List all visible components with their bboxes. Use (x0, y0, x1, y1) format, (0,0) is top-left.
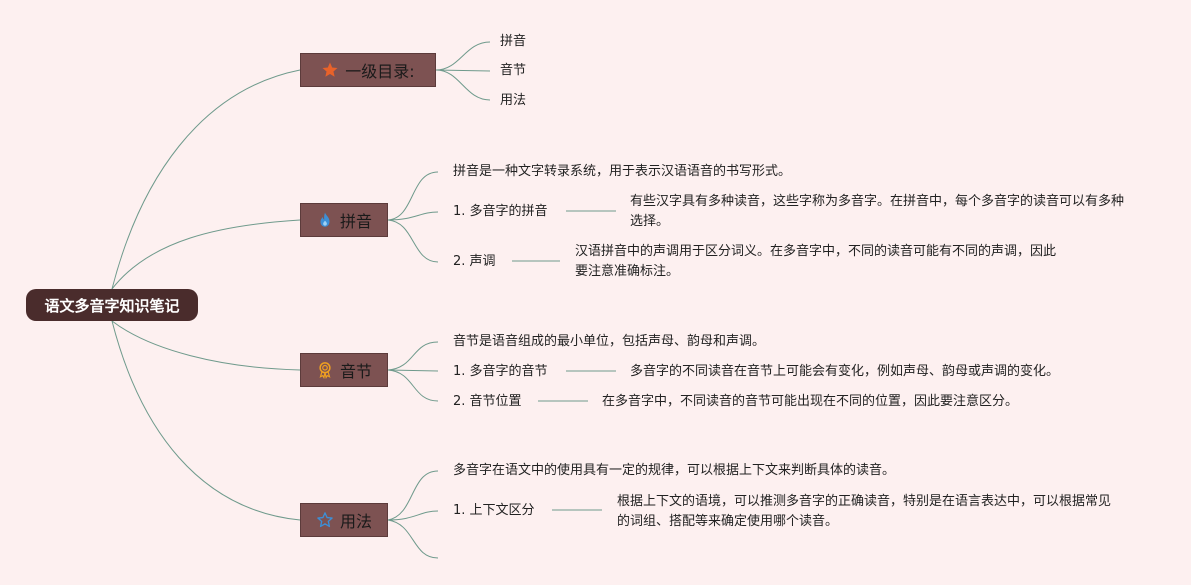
syllable-sub-1-detail: 多音字的不同读音在音节上可能会有变化，例如声母、韵母或声调的变化。 (630, 364, 1060, 379)
pinyin-sub-1-detail: 有些汉字具有多种读音，这些字称为多音字。在拼音中，每个多音字的读音可以有多种选择… (630, 194, 1125, 229)
branch-syllable[interactable]: 音节 (300, 353, 388, 387)
branch-pinyin[interactable]: 拼音 (300, 203, 388, 237)
root-label: 语文多音字知识笔记 (44, 296, 180, 315)
toc-item-pinyin[interactable]: 拼音 (500, 34, 527, 49)
branch-usage-label: 用法 (339, 512, 372, 531)
toc-item-syllable[interactable]: 音节 (500, 63, 527, 78)
pinyin-sub-2-detail: 汉语拼音中的声调用于区分词义。在多音字中，不同的读音可能有不同的声调，因此要注意… (575, 244, 1057, 279)
root-node[interactable]: 语文多音字知识笔记 (26, 289, 198, 321)
star-icon (322, 62, 338, 77)
pinyin-sub-2-title[interactable]: 2. 声调 (453, 254, 496, 269)
pinyin-intro: 拼音是一种文字转录系统，用于表示汉语语音的书写形式。 (453, 164, 792, 179)
pinyin-sub-1-title[interactable]: 1. 多音字的拼音 (453, 204, 548, 219)
fire-icon (320, 212, 330, 227)
branch-syllable-label: 音节 (339, 362, 372, 381)
branch-toc-label: 一级目录: (345, 62, 415, 81)
branch-usage[interactable]: 用法 (300, 503, 388, 537)
award-icon (319, 362, 331, 379)
syllable-sub-2-detail: 在多音字中，不同读音的音节可能出现在不同的位置，因此要注意区分。 (602, 394, 1019, 409)
syllable-sub-1-title[interactable]: 1. 多音字的音节 (453, 364, 548, 379)
usage-intro: 多音字在语文中的使用具有一定的规律，可以根据上下文来判断具体的读音。 (453, 463, 896, 478)
usage-sub-1-detail: 根据上下文的语境，可以推测多音字的正确读音，特别是在语言表达中，可以根据常见的词… (617, 494, 1112, 529)
usage-sub-1-title[interactable]: 1. 上下文区分 (453, 503, 535, 518)
branch-pinyin-label: 拼音 (339, 212, 372, 231)
syllable-sub-2-title[interactable]: 2. 音节位置 (453, 394, 522, 409)
toc-item-usage[interactable]: 用法 (500, 93, 527, 108)
star-outline-icon (317, 512, 333, 528)
branch-toc[interactable]: 一级目录: (300, 53, 436, 87)
syllable-intro: 音节是语音组成的最小单位，包括声母、韵母和声调。 (453, 334, 766, 349)
